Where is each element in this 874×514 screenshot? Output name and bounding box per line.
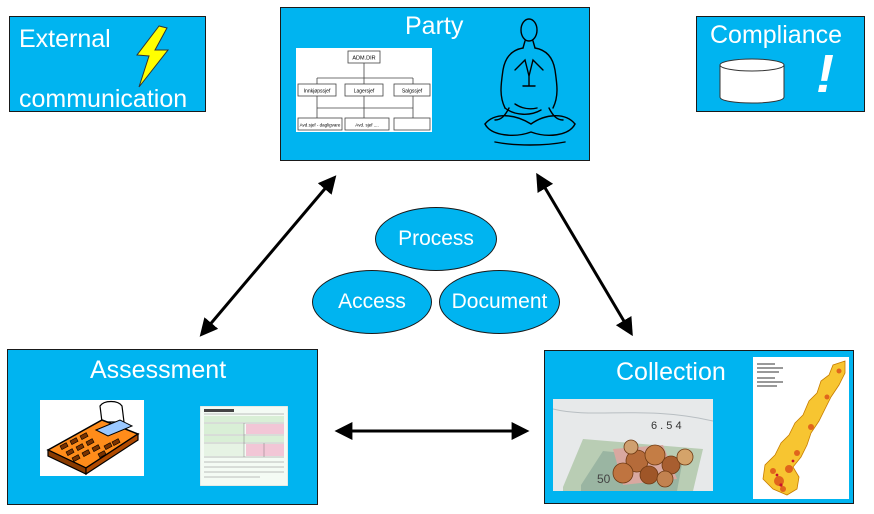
- arrow-party-assessment: [199, 175, 337, 337]
- external-label: External: [19, 25, 111, 53]
- document-ellipse: Document: [439, 270, 560, 334]
- arrow-party-collection: [536, 172, 633, 337]
- org-bottom-label-1: Avd.sjef - dagligvare: [300, 123, 341, 128]
- banknote-number: 50: [597, 472, 611, 486]
- org-top-label: ADM.DIR: [352, 56, 375, 62]
- org-mid-label-1: Innkjøpssjef: [304, 89, 331, 95]
- process-ellipse: Process: [375, 207, 497, 271]
- communication-label: communication: [19, 85, 188, 113]
- collection-box: Collection 6 . 5 4 50: [544, 350, 854, 504]
- lightning-icon: [136, 25, 170, 88]
- assessment-box: Assessment: [7, 349, 318, 505]
- org-chart-image: ADM.DIR Innkjøpssjef Lagersjef Salgssjef…: [296, 48, 432, 132]
- norway-map-image: [753, 357, 849, 499]
- collection-title: Collection: [616, 358, 726, 386]
- database-cylinder-icon: [719, 58, 785, 104]
- org-mid-label-2: Lagersjef: [354, 89, 375, 95]
- money-photo-image: 6 . 5 4 50: [553, 399, 713, 491]
- meditating-figure-icon: [484, 18, 576, 146]
- calculator-icon: [40, 400, 144, 476]
- tax-form-image: [200, 406, 288, 486]
- org-bottom-label-2: Avd. sjef ....: [355, 123, 378, 128]
- assessment-title: Assessment: [90, 356, 227, 384]
- party-title: Party: [405, 12, 464, 40]
- org-mid-label-3: Salgssjef: [402, 89, 423, 95]
- compliance-title: Compliance: [710, 21, 843, 49]
- compliance-box: Compliance !: [696, 16, 865, 112]
- exclamation-mark-icon: !: [816, 44, 834, 104]
- access-ellipse: Access: [312, 270, 432, 334]
- banknote-digits: 6 . 5 4: [651, 420, 682, 432]
- external-communication-box: External communication: [9, 16, 206, 112]
- party-box: Party ADM.DIR Innkjøpssjef Lagersjef Sal…: [280, 7, 590, 161]
